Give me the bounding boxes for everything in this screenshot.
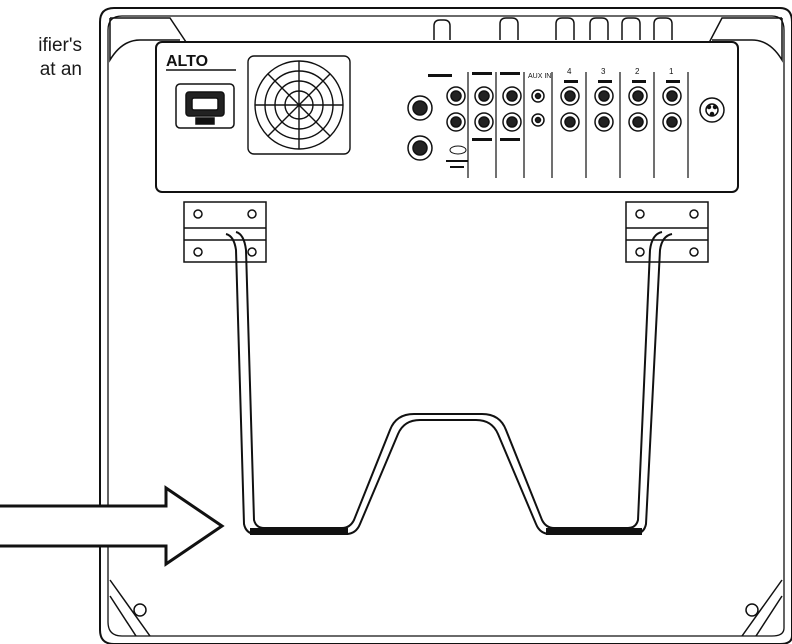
aux-in-label: AUX IN	[528, 73, 551, 80]
corner-foot-bottom-right	[741, 579, 783, 637]
right-arrow-icon	[0, 485, 225, 567]
channel-3-label: 3	[601, 67, 606, 76]
top-knobs	[433, 17, 673, 40]
power-inlet-icon	[175, 83, 235, 129]
caption-line-2: at an	[39, 59, 82, 80]
corner-foot-bottom-left	[109, 579, 151, 637]
panel-dividers	[467, 72, 689, 178]
caption-line-1: ifier's	[38, 35, 82, 56]
brand-logo: ALTO	[166, 53, 208, 70]
caption-text: ifier's at an	[0, 34, 82, 82]
foot-pad-right	[546, 528, 642, 535]
tilt-back-stand	[225, 231, 673, 535]
channel-2-label: 2	[635, 67, 640, 76]
control-panel: ALTO	[155, 41, 739, 193]
fan-grille-icon	[247, 55, 351, 155]
foot-pad-left	[250, 528, 348, 535]
amplifier-cabinet	[99, 7, 792, 644]
input-jacks	[446, 86, 725, 132]
foot-pads	[250, 528, 642, 535]
channel-1-label: 1	[669, 67, 674, 76]
xlr-output-jacks	[407, 95, 433, 161]
mounting-bracket-left	[183, 201, 267, 263]
mounting-bracket-right	[625, 201, 709, 263]
channel-4-label: 4	[567, 67, 572, 76]
panel-small-labels: AUX IN 4 3 2 1	[428, 67, 680, 168]
